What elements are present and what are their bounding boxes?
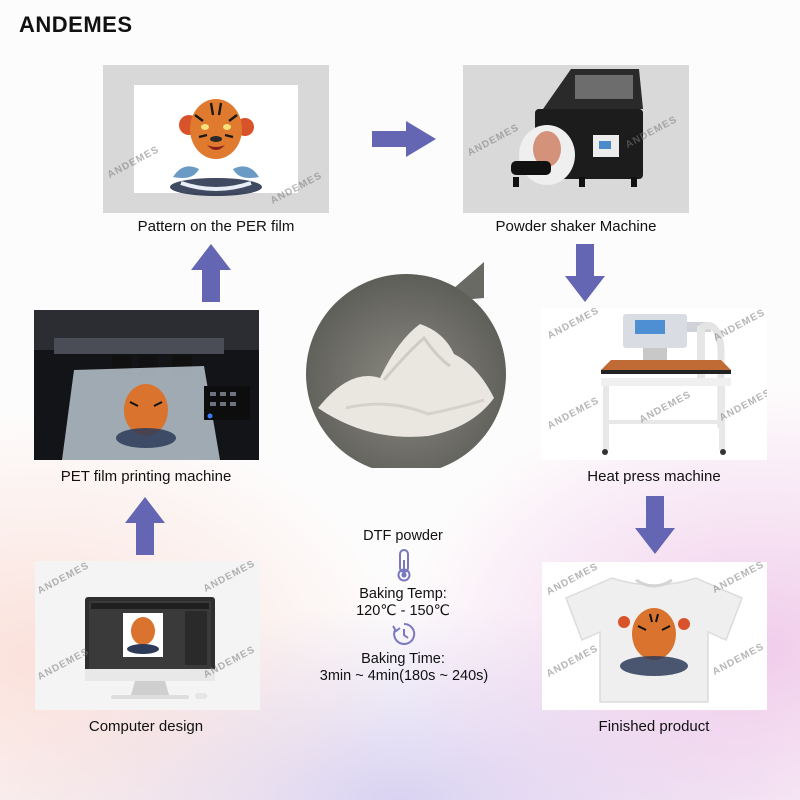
step-caption-heat-press: Heat press machine	[587, 468, 721, 485]
heat-press-panel: ANDEMES ANDEMES ANDEMES ANDEMES ANDEMES	[541, 308, 767, 460]
temp-value: 120℃ - 150℃	[356, 603, 450, 619]
arrow-right-icon	[372, 121, 436, 157]
temp-label: Baking Temp:	[359, 586, 447, 602]
step-caption-shaker: Powder shaker Machine	[495, 218, 657, 235]
shaker-panel: ANDEMES ANDEMES	[463, 65, 689, 213]
tshirt-graphic	[565, 577, 743, 703]
tiger-graphic	[170, 99, 262, 196]
thermometer-icon	[397, 549, 411, 582]
step-caption-pet-printer: PET film printing machine	[60, 468, 232, 485]
finished-panel: ANDEMES ANDEMES ANDEMES ANDEMES	[542, 562, 767, 710]
heat-press-graphic	[601, 314, 731, 455]
timer-icon	[392, 622, 416, 645]
shaker-machine-graphic	[511, 69, 643, 187]
step-caption-finished: Finished product	[598, 718, 710, 735]
powder-label: DTF powder	[363, 528, 443, 544]
arrow-up-icon	[191, 244, 231, 302]
computer-graphic	[85, 597, 215, 699]
time-label: Baking Time:	[361, 651, 445, 667]
step-caption-pattern: Pattern on the PER film	[137, 218, 295, 235]
pattern-panel: ANDEMES ANDEMES	[103, 65, 329, 213]
step-caption-computer: Computer design	[88, 718, 204, 735]
brand-logo: ANDEMES	[19, 12, 133, 37]
computer-panel: ANDEMES ANDEMES ANDEMES ANDEMES	[35, 561, 260, 710]
printer-graphic	[34, 310, 259, 460]
arrow-up-icon	[125, 497, 165, 555]
arrow-down-icon	[635, 496, 675, 554]
dtf-powder-image	[306, 262, 506, 468]
pet-printer-panel	[34, 310, 259, 460]
time-value: 3min ~ 4min(180s ~ 240s)	[319, 668, 489, 684]
arrow-down-icon	[565, 244, 605, 302]
